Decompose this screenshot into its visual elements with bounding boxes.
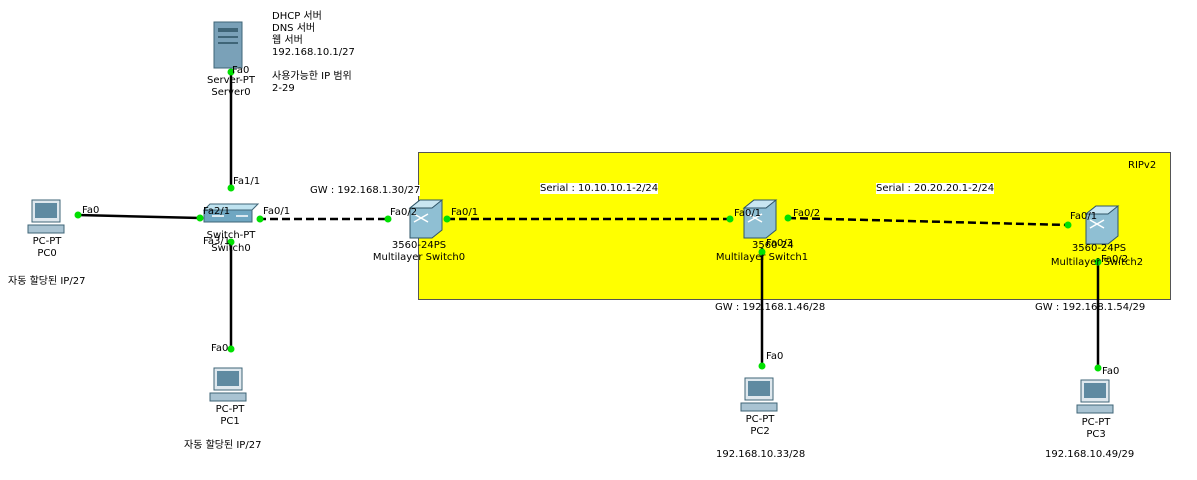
server-icon (213, 21, 243, 69)
pc-icon-3 (1076, 379, 1114, 414)
serial-link-label: Serial : 20.20.20.1-2/24 (876, 183, 995, 194)
pc-icon-1 (209, 367, 247, 402)
ml0-name: Multilayer Switch0 (372, 252, 466, 263)
link-dot (74, 211, 82, 219)
serial-link-label: Serial : 10.10.10.1-2/24 (540, 183, 659, 194)
link-dot (227, 68, 235, 76)
pc1-type: PC-PT (215, 404, 245, 415)
link-dot (196, 214, 204, 222)
port-label: Fa0/2 (793, 208, 821, 219)
port-label: Fa0/2 (390, 207, 418, 218)
port-label: Fa0 (1102, 366, 1120, 377)
link-dot (227, 184, 235, 192)
cable-ml1-ml2 (787, 216, 1069, 227)
gateway-label: GW : 192.168.1.54/29 (1035, 302, 1146, 313)
gateway-label: GW : 192.168.1.46/28 (715, 302, 826, 313)
link-dot (1064, 221, 1072, 229)
link-dot (256, 215, 264, 223)
port-label: Fa0/3 (766, 238, 794, 249)
pc0-name: PC0 (37, 248, 57, 259)
cable-pc0-switch0 (77, 213, 201, 220)
ml2-name: Multilayer Switch2 (1050, 257, 1144, 268)
server-note-line: 웹 서버 (272, 35, 303, 46)
link-dot (1094, 364, 1102, 372)
port-label: Fa0 (82, 205, 100, 216)
pc1-note: 자동 할당된 IP/27 (184, 440, 262, 451)
port-label: Fa0/2 (1101, 254, 1129, 265)
port-label: Fa0 (211, 343, 229, 354)
port-label: Fa0/1 (734, 208, 762, 219)
pc3-name: PC3 (1086, 429, 1106, 440)
server-note-line: DNS 서버 (272, 23, 316, 34)
link-dot (227, 345, 235, 353)
link-dot (726, 215, 734, 223)
link-dot (227, 238, 235, 246)
server-note-line: 2-29 (272, 83, 295, 94)
link-dot (758, 248, 766, 256)
link-dot (784, 214, 792, 222)
port-label: Fa0 (766, 351, 784, 362)
gateway-label: GW : 192.168.1.30/27 (310, 185, 421, 196)
ml2-model: 3560-24PS (1071, 243, 1127, 254)
switch-icon (202, 203, 260, 223)
ml0-model: 3560-24PS (391, 240, 447, 251)
switch0-type: Switch-PT (206, 230, 256, 241)
pc-icon-2 (740, 377, 778, 412)
link-dot (758, 362, 766, 370)
multilayer-switch-icon-2 (1084, 205, 1120, 245)
pc3-note: 192.168.10.49/29 (1045, 449, 1135, 460)
pc1-name: PC1 (220, 416, 240, 427)
server-type: Server-PT (207, 75, 255, 86)
multilayer-switch-icon-0 (408, 199, 444, 239)
port-label: Fa0/1 (1070, 211, 1098, 222)
ml1-model: 3560-24PS (752, 240, 794, 251)
pc3-type: PC-PT (1081, 417, 1111, 428)
pc2-name: PC2 (750, 426, 770, 437)
multilayer-switch-icon-1 (742, 199, 778, 239)
server-note-line: 192.168.10.1/27 (272, 47, 355, 58)
port-label: Fa0/1 (451, 207, 479, 218)
server-note-line: DHCP 서버 (272, 11, 322, 22)
port-label: Fa0/1 (263, 206, 291, 217)
server-note-line (272, 59, 368, 71)
server-port-label: Fa0 (232, 65, 250, 76)
port-label: Fa2/1 (203, 206, 231, 217)
pc2-type: PC-PT (745, 414, 775, 425)
link-dot (443, 215, 451, 223)
area-label: RIPv2 (1128, 160, 1157, 171)
link-dot (384, 215, 392, 223)
port-label: Fa1/1 (233, 176, 261, 187)
pc-icon-0 (27, 199, 65, 234)
ripv2-area (418, 152, 1171, 300)
ml1-name: Multilayer Switch1 (715, 252, 809, 263)
server-name: Server0 (211, 87, 251, 98)
switch0-name: Switch0 (211, 243, 251, 254)
server-note: DHCP 서버 DNS 서버 웹 서버 192.168.10.1/27 사용가능… (272, 11, 368, 101)
pc0-note: 자동 할당된 IP/27 (8, 276, 86, 287)
port-label: Fa3/1 (203, 236, 231, 247)
pc2-note: 192.168.10.33/28 (716, 449, 806, 460)
link-status-dots (74, 68, 1102, 372)
pc0-type: PC-PT (32, 236, 62, 247)
link-dot (1094, 258, 1102, 266)
server-note-line: 사용가능한 IP 범위 (272, 71, 352, 82)
